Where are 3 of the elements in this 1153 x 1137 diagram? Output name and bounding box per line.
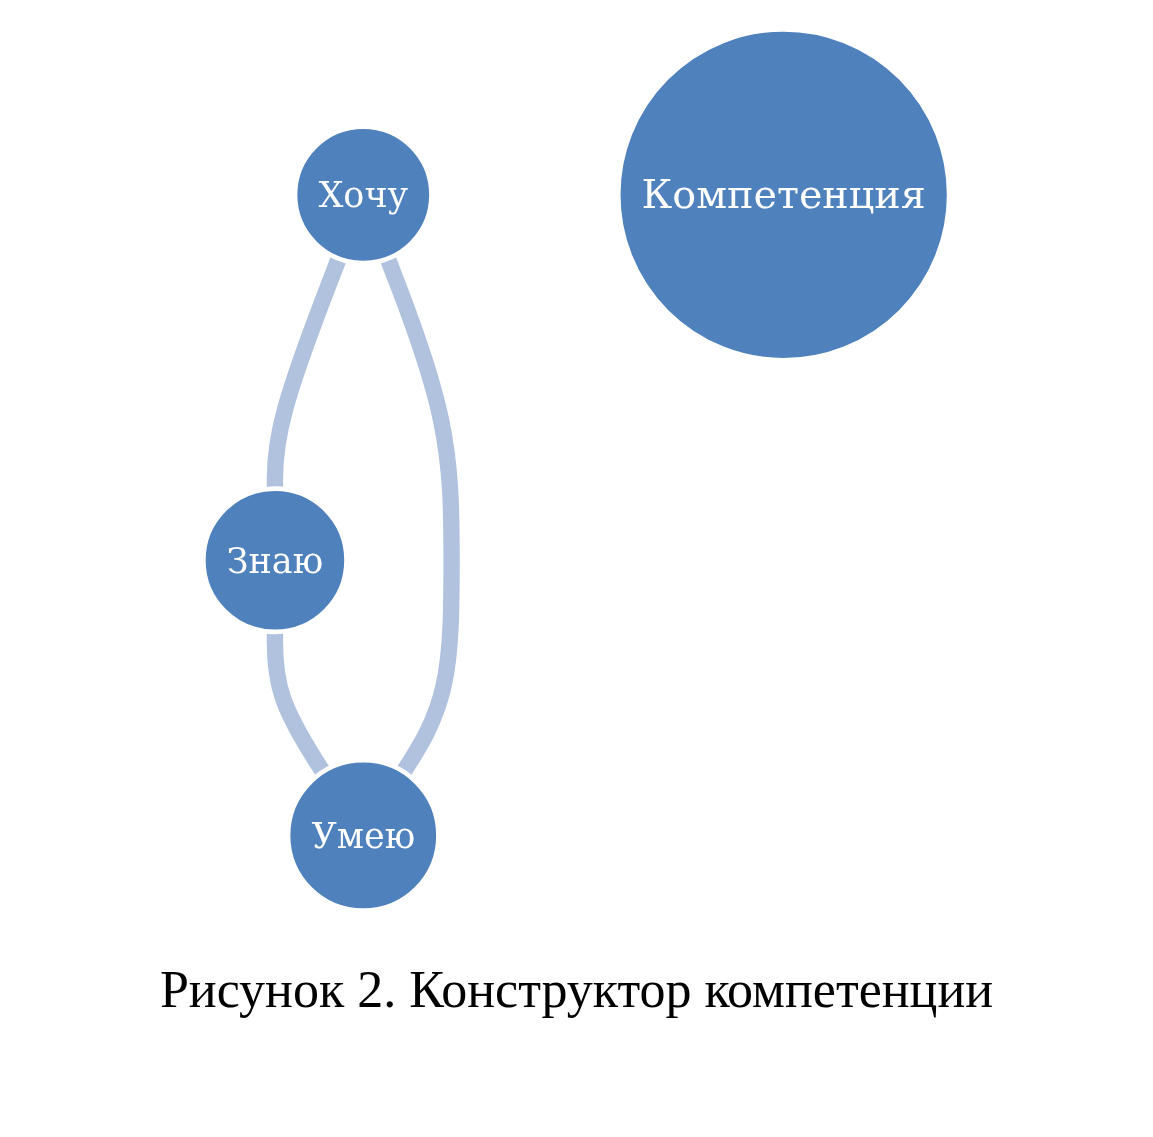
connector-line [267, 255, 347, 489]
figure-caption: Рисунок 2. Конструктор компетенции [159, 960, 994, 1019]
connector-line [380, 255, 460, 777]
